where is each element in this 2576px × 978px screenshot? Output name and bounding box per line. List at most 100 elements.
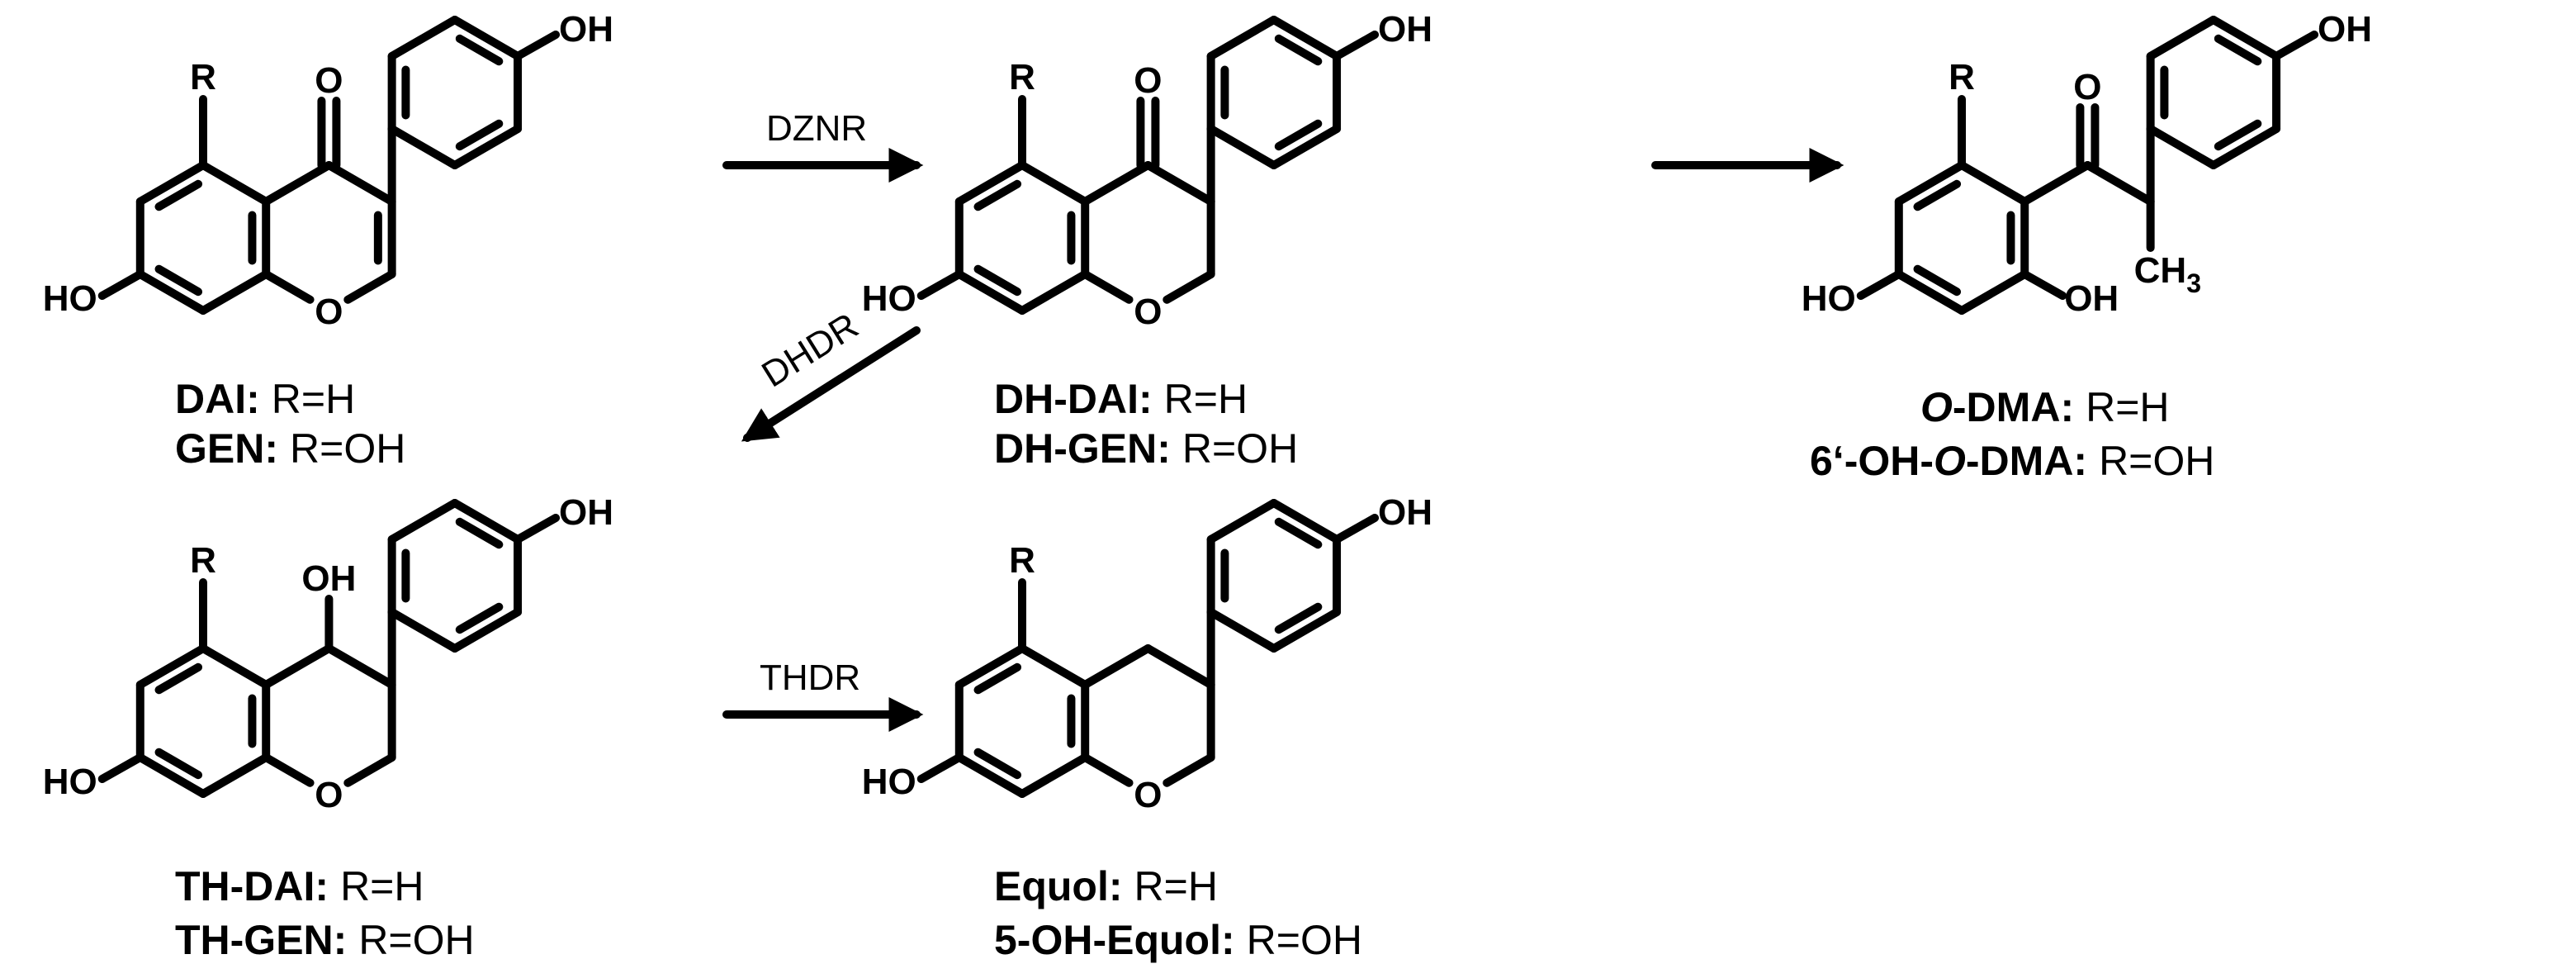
label-dh-dai: DH-DAI:R=H <box>994 376 1248 422</box>
ring-a-bond <box>1018 270 1090 315</box>
ring-b-bond <box>1163 270 1215 304</box>
double-bond-inner <box>973 748 1022 780</box>
chain-bond <box>2020 161 2092 206</box>
ring-b-bond <box>343 753 396 787</box>
phenyl-bond <box>1269 608 1342 653</box>
ho-bond <box>1856 270 1903 300</box>
phenyl-bond <box>2146 16 2218 60</box>
phenyl-bond <box>387 608 459 653</box>
label-thdr: THDR <box>760 658 860 698</box>
label-th-dai: TH-DAI:R=H <box>175 863 424 909</box>
double-bond-inner <box>973 662 1022 695</box>
phenyl-bond <box>1206 608 1278 653</box>
ring-b-bond <box>324 644 396 689</box>
carbonyl-oxygen: O <box>1134 60 1162 101</box>
phenol-oh-bond <box>1333 514 1380 544</box>
phenol-oh-bond <box>2272 31 2319 60</box>
arrow-dhdr <box>741 326 921 442</box>
carbonyl-oxygen: O <box>2073 67 2101 107</box>
methyl-ch3: CH3 <box>2134 250 2201 298</box>
ho-group: HO <box>862 278 916 319</box>
double-bond-inner <box>973 264 1022 297</box>
double-bond-inner <box>455 517 504 549</box>
ring-a-bond <box>1018 161 1090 206</box>
double-bond-inner <box>2214 34 2262 66</box>
double-bond-inner <box>1913 179 1962 211</box>
ring-b-bond <box>262 753 315 787</box>
hydroxyl-oh: OH <box>301 558 356 599</box>
phenyl-bond <box>1269 16 1342 60</box>
ring-a-bond <box>1018 644 1090 689</box>
phenol-oh: OH <box>559 9 613 50</box>
ring-a-bond <box>135 644 207 689</box>
oxygen-ring-atom: O <box>1134 292 1162 332</box>
ho-bond <box>916 270 964 300</box>
ring-b-bond <box>1081 644 1153 689</box>
ring-a-bond <box>954 753 1026 798</box>
label-6-oh-o-dma: 6‘-OH-O-DMA:R=OH <box>1810 438 2214 484</box>
double-bond-inner <box>154 179 203 211</box>
r-group: R <box>1949 57 1975 97</box>
phenol-oh: OH <box>2318 9 2372 50</box>
ring-a-bond <box>954 270 1026 315</box>
double-bond-inner <box>1913 264 1962 297</box>
ring-bond <box>1958 161 2029 206</box>
phenyl-bond <box>2209 16 2281 60</box>
r-group: R <box>190 57 216 97</box>
phenyl-bond <box>450 125 523 169</box>
double-bond-inner <box>1274 119 1323 151</box>
r-group: R <box>190 540 216 581</box>
ring-a-bond <box>1018 753 1090 798</box>
ho-group: HO <box>43 278 97 319</box>
ring-b-bond <box>262 644 334 689</box>
ho-bond <box>916 753 964 783</box>
phenyl-bond <box>1206 125 1278 169</box>
phenyl-bond <box>450 608 523 653</box>
double-bond-inner <box>154 748 203 780</box>
ring-a-bond <box>954 161 1026 206</box>
ring-a-bond <box>199 161 271 206</box>
double-bond-inner <box>973 179 1022 211</box>
phenyl-bond <box>1206 16 1278 60</box>
carbonyl-oxygen: O <box>315 60 343 101</box>
phenol-oh: OH <box>1378 492 1432 533</box>
r-group: R <box>1009 540 1035 581</box>
r-group: R <box>1009 57 1035 97</box>
label-dai: DAI:R=H <box>175 376 355 422</box>
double-bond-inner <box>1274 517 1323 549</box>
oxygen-ring-atom: O <box>315 292 343 332</box>
phenyl-bond <box>450 499 523 544</box>
label-dznr: DZNR <box>766 108 867 149</box>
ring-b-bond <box>1163 753 1215 787</box>
ho-bond <box>97 270 144 300</box>
ho-group: HO <box>1802 278 1856 319</box>
label-5-oh-equol: 5-OH-Equol:R=OH <box>994 917 1362 963</box>
double-bond-inner <box>154 662 203 695</box>
double-bond-inner <box>154 264 203 297</box>
phenol-oh-bond <box>1333 31 1380 60</box>
ring-b-bond <box>1081 161 1153 206</box>
ring-a-bond <box>199 644 271 689</box>
chain-bond <box>2083 161 2155 206</box>
phenyl-bond <box>387 16 459 60</box>
double-bond-inner <box>1274 34 1323 66</box>
ring-bond <box>1894 161 1966 206</box>
ring-a-bond <box>135 161 207 206</box>
ring-a-bond <box>199 753 271 798</box>
ho-group: HO <box>43 762 97 802</box>
phenol-oh-bond <box>514 31 561 60</box>
ring-b-bond <box>343 270 396 304</box>
phenol-oh: OH <box>559 492 613 533</box>
ring-b-bond <box>262 161 334 206</box>
phenyl-bond <box>1206 499 1278 544</box>
phenol-oh: OH <box>1378 9 1432 50</box>
ring-a-bond <box>135 270 207 315</box>
double-bond-inner <box>455 602 504 634</box>
ring-bond <box>1958 270 2029 315</box>
ring-b-bond <box>262 270 315 304</box>
double-bond-inner <box>455 34 504 66</box>
phenyl-bond <box>2209 125 2281 169</box>
